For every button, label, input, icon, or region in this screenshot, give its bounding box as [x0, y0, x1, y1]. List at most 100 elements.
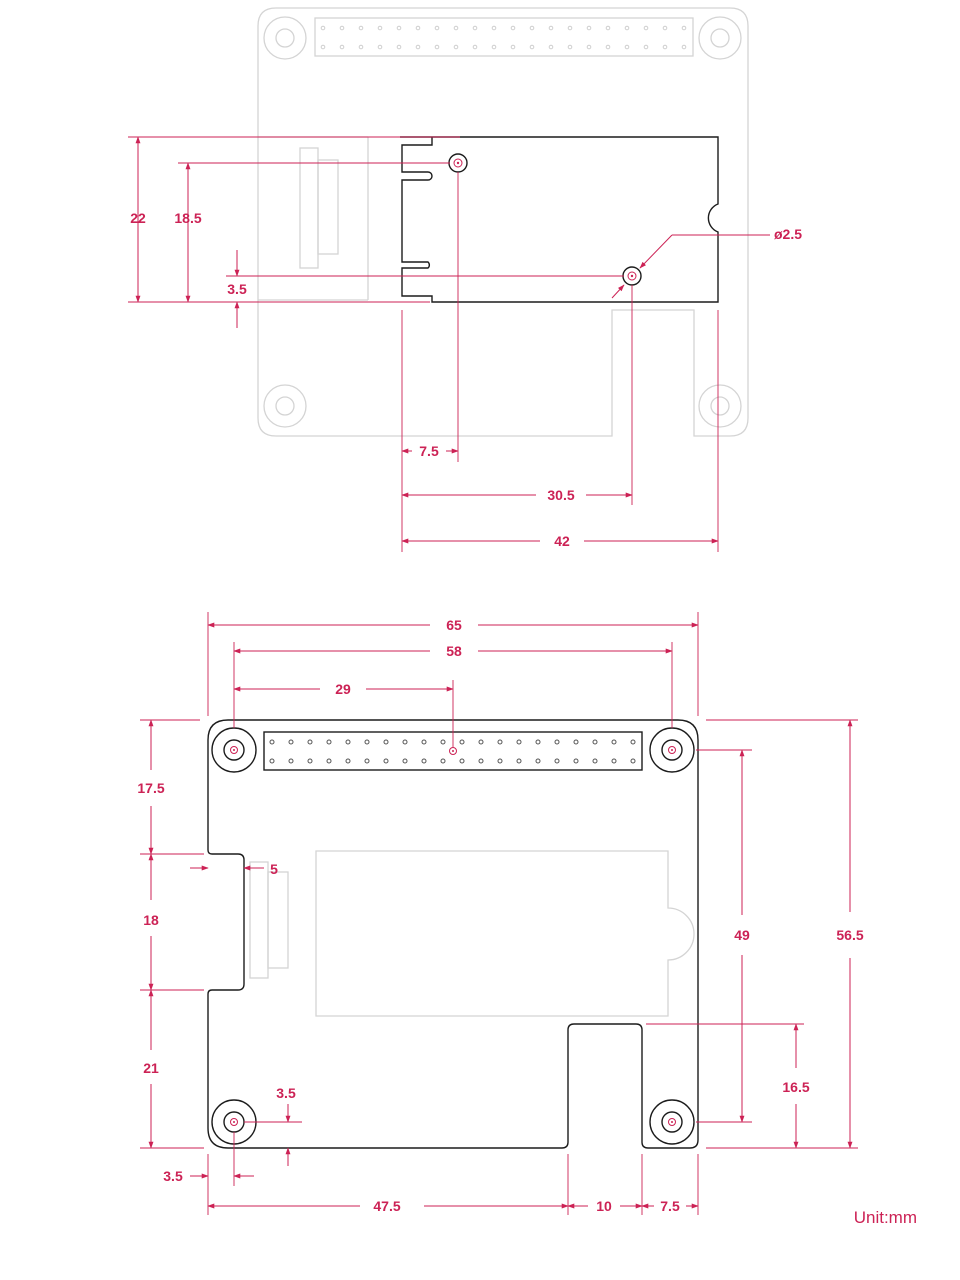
header-pin — [624, 44, 630, 50]
header-pin — [491, 44, 497, 50]
header-pin — [377, 44, 383, 50]
header-pin — [681, 44, 687, 50]
label-18: 18 — [143, 912, 159, 928]
header-center-marker — [449, 747, 457, 755]
ghost-gpio-header — [314, 17, 694, 57]
header-pin — [453, 25, 459, 31]
header-pin — [630, 739, 636, 745]
header-pin — [358, 44, 364, 50]
header-pin — [497, 739, 503, 745]
header-pin — [434, 44, 440, 50]
header-pin — [586, 44, 592, 50]
header-pin — [459, 758, 465, 764]
header-pin — [402, 739, 408, 745]
m2-mounting-hole — [448, 153, 468, 173]
header-pin — [605, 25, 611, 31]
label-10: 10 — [596, 1198, 612, 1214]
header-pin — [339, 25, 345, 31]
gpio-header-pins — [269, 739, 636, 764]
header-pin — [624, 25, 630, 31]
header-pin — [421, 739, 427, 745]
header-pin — [643, 44, 649, 50]
header-pin — [567, 44, 573, 50]
label-3-5-top: 3.5 — [227, 281, 247, 297]
header-pin — [383, 739, 389, 745]
label-7-5-top: 7.5 — [419, 443, 439, 459]
header-pin — [643, 25, 649, 31]
header-pin — [573, 739, 579, 745]
label-3-5-left: 3.5 — [163, 1168, 183, 1184]
header-pin — [516, 758, 522, 764]
header-pin — [396, 44, 402, 50]
label-hole-diameter: ø2.5 — [774, 226, 802, 242]
header-pin — [510, 25, 516, 31]
header-pin — [402, 758, 408, 764]
label-5: 5 — [270, 861, 278, 877]
header-pin — [472, 44, 478, 50]
label-29: 29 — [335, 681, 351, 697]
header-pin — [529, 44, 535, 50]
header-pin — [440, 739, 446, 745]
header-pin — [630, 758, 636, 764]
header-pin — [592, 758, 598, 764]
label-47-5: 47.5 — [373, 1198, 400, 1214]
header-pin — [548, 44, 554, 50]
label-16-5: 16.5 — [782, 1079, 809, 1095]
header-pin — [662, 44, 668, 50]
extension-lines — [140, 612, 858, 1215]
header-pin — [586, 25, 592, 31]
header-pin — [377, 25, 383, 31]
header-pin — [662, 25, 668, 31]
header-pin — [529, 25, 535, 31]
mount-hole-top-left — [211, 727, 257, 773]
header-pin — [364, 739, 370, 745]
header-pin — [497, 758, 503, 764]
header-pin — [567, 25, 573, 31]
bottom-view: 65 58 29 17.5 18 21 5 3.5 3.5 49 56.5 16… — [137, 612, 864, 1215]
ghost-ffc-connector — [299, 147, 319, 269]
header-pin — [288, 758, 294, 764]
label-height-22: 22 — [130, 210, 146, 226]
header-pin — [364, 758, 370, 764]
header-pin — [535, 739, 541, 745]
header-pin — [611, 758, 617, 764]
header-pin — [459, 739, 465, 745]
header-pin — [345, 758, 351, 764]
header-pin — [478, 739, 484, 745]
ghost-host-board — [257, 7, 749, 437]
ghost-m2-footprint — [315, 850, 695, 1017]
header-pin — [516, 739, 522, 745]
label-65: 65 — [446, 617, 462, 633]
label-21: 21 — [143, 1060, 159, 1076]
header-pin — [535, 758, 541, 764]
header-pin — [320, 25, 326, 31]
header-pin — [681, 25, 687, 31]
header-pin — [573, 758, 579, 764]
header-pin — [421, 758, 427, 764]
header-pin — [548, 25, 554, 31]
header-pin — [326, 739, 332, 745]
hat-board-outline[interactable] — [207, 719, 699, 1149]
mount-hole-bottom-right — [649, 1099, 695, 1145]
header-pin — [472, 25, 478, 31]
m2-module-outline[interactable] — [400, 136, 719, 303]
header-pin — [345, 739, 351, 745]
label-3-5-vertical: 3.5 — [276, 1085, 296, 1101]
header-pin — [592, 739, 598, 745]
header-pin — [478, 758, 484, 764]
label-18-5: 18.5 — [174, 210, 201, 226]
header-pin — [453, 44, 459, 50]
ghost-header-pins — [320, 25, 687, 50]
header-pin — [383, 758, 389, 764]
units-label: Unit:mm — [854, 1208, 917, 1227]
header-pin — [326, 758, 332, 764]
header-pin — [269, 758, 275, 764]
header-pin — [554, 758, 560, 764]
top-view: 22 18.5 3.5 ø2.5 7.5 30.5 42 — [128, 7, 802, 552]
label-49: 49 — [734, 927, 750, 943]
label-42: 42 — [554, 533, 570, 549]
label-17-5: 17.5 — [137, 780, 164, 796]
header-pin — [491, 25, 497, 31]
header-pin — [288, 739, 294, 745]
